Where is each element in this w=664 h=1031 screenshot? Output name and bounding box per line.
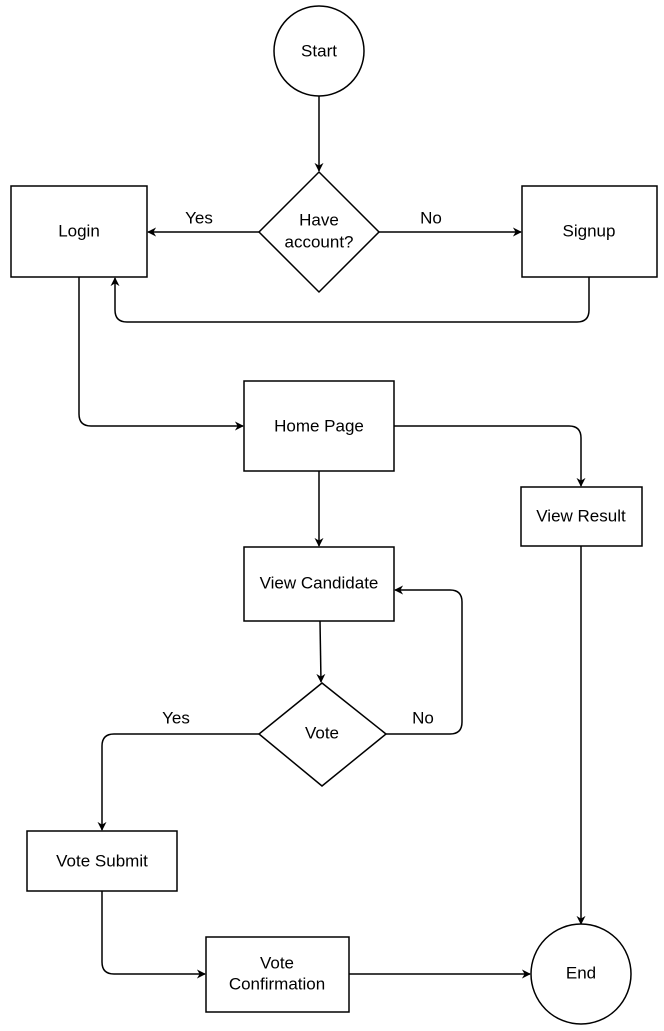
start-circle xyxy=(273,5,365,97)
edge-vote-to-vote-submit xyxy=(97,733,259,831)
node-start: Start xyxy=(273,5,365,97)
vote-no-label: No xyxy=(412,709,434,728)
have-account-label-line1: Have xyxy=(299,211,339,230)
node-end: End xyxy=(530,923,632,1025)
edges xyxy=(78,96,590,979)
end-label: End xyxy=(566,964,596,983)
start-label: Start xyxy=(301,42,337,61)
node-view-result: View Result xyxy=(520,486,643,547)
node-vote-submit: Vote Submit xyxy=(26,830,178,892)
view-result-box xyxy=(520,486,643,547)
vote-confirmation-label-line2: Confirmation xyxy=(229,975,325,994)
node-home-page: Home Page xyxy=(243,380,395,472)
edge-vote-submit-to-vote-confirmation xyxy=(101,891,206,979)
vote-label: Vote xyxy=(305,724,339,743)
edge-view-candidate-to-vote xyxy=(316,620,326,683)
home-page-box xyxy=(243,380,395,472)
login-box xyxy=(10,185,148,278)
node-view-candidate: View Candidate xyxy=(243,546,395,622)
view-candidate-label: View Candidate xyxy=(260,574,379,593)
edge-labels: Yes No Yes No xyxy=(162,209,442,728)
login-label: Login xyxy=(58,222,100,241)
vote-yes-label: Yes xyxy=(162,709,190,728)
vote-confirmation-box xyxy=(205,936,350,1013)
home-page-label: Home Page xyxy=(274,417,364,436)
node-vote: Vote xyxy=(257,682,388,787)
node-signup: Signup xyxy=(521,185,658,278)
vote-submit-box xyxy=(26,830,178,892)
signup-box xyxy=(521,185,658,278)
node-vote-confirmation: Vote Confirmation xyxy=(205,936,350,1013)
edge-signup-to-login xyxy=(110,277,590,323)
vote-diamond xyxy=(257,682,388,787)
node-have-account: Have account? xyxy=(257,170,381,294)
vote-confirmation-label-line1: Vote xyxy=(260,954,294,973)
have-account-label-line2: account? xyxy=(285,233,354,252)
edge-vote-to-view-candidate xyxy=(386,585,463,735)
have-account-yes-label: Yes xyxy=(185,209,213,228)
end-circle xyxy=(530,923,632,1025)
node-login: Login xyxy=(10,185,148,278)
signup-label: Signup xyxy=(563,222,616,241)
edge-home-page-to-view-result xyxy=(394,425,586,487)
view-result-label: View Result xyxy=(536,507,626,526)
edge-login-to-home-page xyxy=(78,277,244,431)
have-account-no-label: No xyxy=(420,209,442,228)
have-account-diamond xyxy=(257,170,381,294)
view-candidate-box xyxy=(243,546,395,622)
vote-submit-label: Vote Submit xyxy=(56,852,148,871)
